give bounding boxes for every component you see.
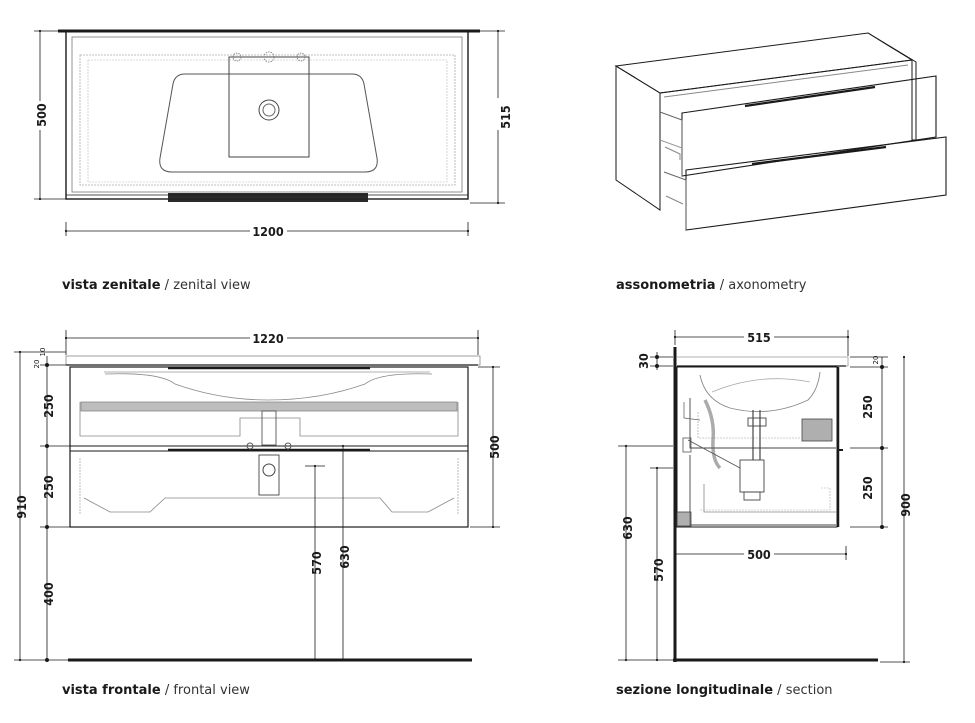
- dim-section-30: 30: [636, 353, 651, 369]
- dim-top-width: 1200: [252, 224, 283, 239]
- dim-section-total-height: 900: [898, 493, 913, 517]
- dim-front-20: 20: [33, 360, 41, 369]
- dim-section-inner-depth: 500: [747, 547, 771, 562]
- caption-axonometry-it: assonometria: [616, 278, 716, 293]
- dim-front-630: 630: [337, 545, 352, 569]
- caption-front-view-it: vista frontale: [62, 683, 161, 698]
- caption-front-view-sep: /: [160, 683, 174, 698]
- caption-front-view: vista frontale / frontal view: [62, 683, 250, 698]
- dim-front-body-height: 500: [487, 435, 502, 459]
- axonometry-drawing: [614, 32, 947, 231]
- top-view-drawing: [58, 29, 480, 202]
- dim-front-570: 570: [309, 551, 324, 575]
- caption-front-view-en: frontal view: [173, 683, 250, 698]
- dim-front-width: 1220: [252, 331, 283, 346]
- dim-top-depth-500: 500: [34, 103, 49, 127]
- dim-front-floor-gap: 400: [41, 582, 56, 606]
- caption-top-view-en: zenital view: [173, 278, 251, 293]
- caption-axonometry: assonometria / axonometry: [616, 278, 806, 293]
- caption-top-view-it: vista zenitale: [62, 278, 161, 293]
- caption-top-view: vista zenitale / zenital view: [62, 278, 251, 293]
- dim-front-drawer-upper: 250: [41, 394, 56, 418]
- caption-section-en: section: [785, 683, 833, 698]
- caption-section: sezione longitudinale / section: [616, 683, 833, 698]
- dim-section-570: 570: [651, 558, 666, 582]
- caption-axonometry-en: axonometry: [728, 278, 807, 293]
- caption-section-it: sezione longitudinale: [616, 683, 774, 698]
- section-dimensions: [618, 330, 910, 664]
- dim-front-total-height: 910: [14, 495, 29, 519]
- caption-axonometry-sep: /: [715, 278, 729, 293]
- front-view-drawing: [65, 355, 481, 662]
- dim-top-depth-515: 515: [498, 105, 513, 129]
- dim-front-drawer-lower: 250: [41, 475, 56, 499]
- dim-section-depth: 515: [747, 330, 771, 345]
- section-drawing: [673, 347, 878, 662]
- dim-section-630: 630: [620, 516, 635, 540]
- front-view-dimensions: [14, 330, 500, 663]
- dim-section-drawer-lower: 250: [860, 476, 875, 500]
- dim-section-drawer-upper: 250: [860, 395, 875, 419]
- top-view-dimensions: [34, 29, 505, 236]
- caption-section-sep: /: [773, 683, 786, 698]
- dim-front-10: 10: [39, 348, 47, 357]
- dim-section-20: 20: [872, 356, 880, 365]
- caption-top-view-sep: /: [160, 278, 174, 293]
